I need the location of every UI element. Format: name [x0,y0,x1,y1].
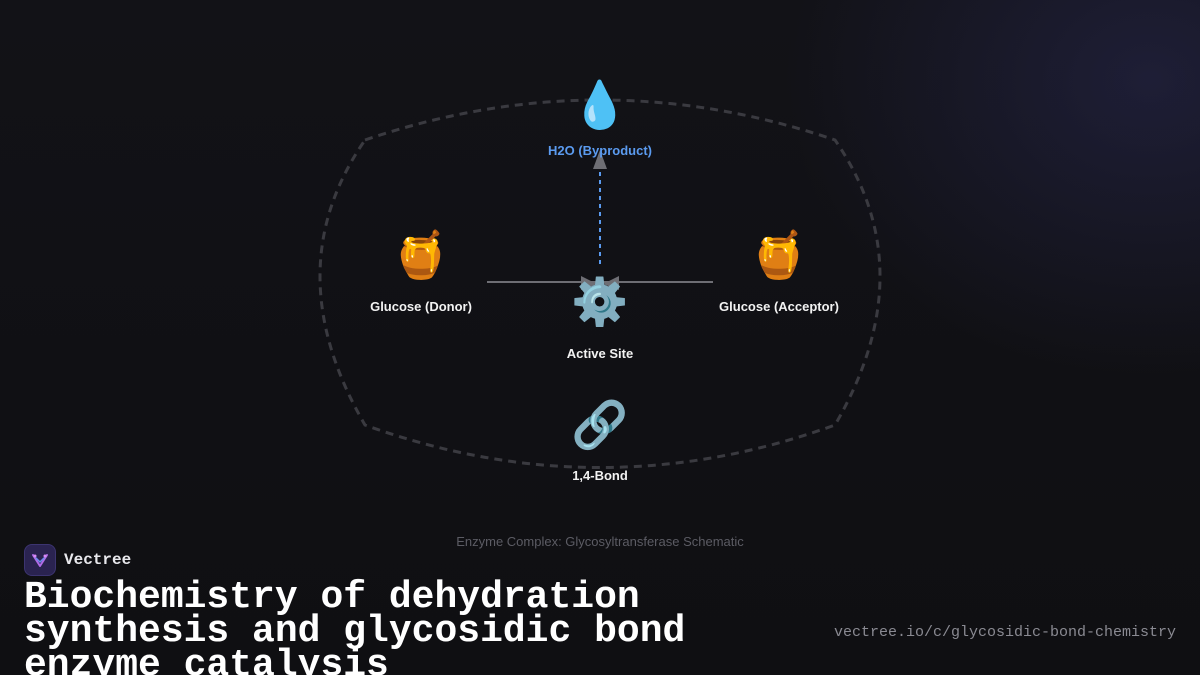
brand-name: Vectree [64,551,132,569]
link-icon: 🔗 [571,397,628,453]
vectree-logo-icon [24,544,56,576]
gear-icon: ⚙️ [571,275,628,329]
node-donor: 🍯 Glucose (Donor) [370,228,472,315]
edge-arrow-right [603,276,619,290]
node-bond-label: 1,4-Bond [572,468,628,483]
honey-pot-icon: 🍯 [392,228,449,282]
node-acceptor: 🍯 Glucose (Acceptor) [719,228,839,315]
diagram-caption: Enzyme Complex: Glycosyltransferase Sche… [456,534,744,549]
site-url[interactable]: vectree.io/c/glycosidic-bond-chemistry [833,624,1176,641]
node-active-site: ⚙️ Active Site [567,275,633,362]
edge-arrow-left [581,276,597,290]
node-donor-label: Glucose (Donor) [370,299,472,314]
page-title: Biochemistry of dehydration synthesis an… [24,576,686,675]
node-active-site-label: Active Site [567,346,633,361]
node-byproduct-label: H2O (Byproduct) [548,143,652,158]
honey-pot-icon: 🍯 [750,228,807,282]
brand: Vectree [24,544,131,576]
water-drop-icon: 💧 [571,78,628,132]
edge-arrow-up [593,150,607,169]
node-acceptor-label: Glucose (Acceptor) [719,299,839,314]
node-bond: 🔗 1,4-Bond [571,397,628,484]
node-byproduct: 💧 H2O (Byproduct) [548,78,652,159]
enzyme-complex-boundary [318,98,882,469]
